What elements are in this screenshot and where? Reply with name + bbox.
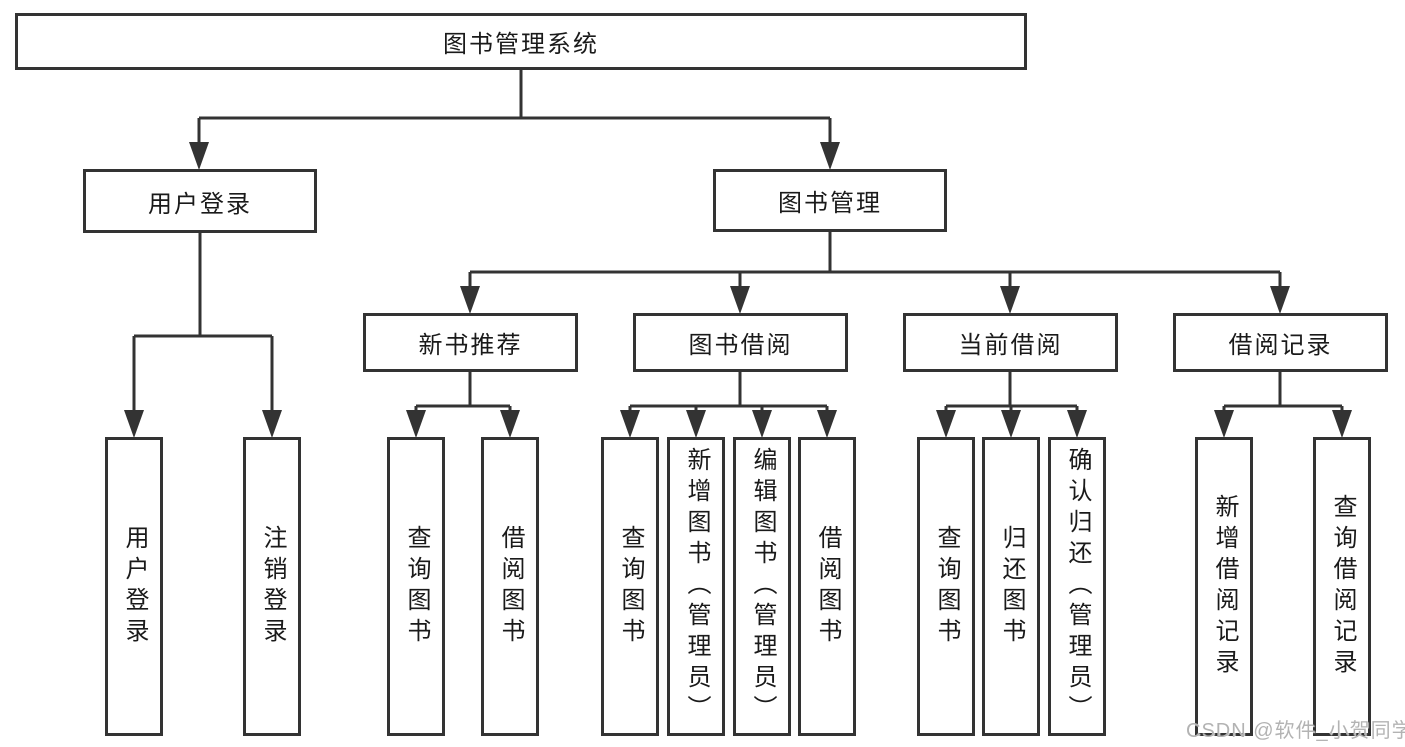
arrowhead <box>1000 286 1020 314</box>
leaf-query-book-rec: 查询图书 <box>387 437 445 736</box>
node-user-login: 用户登录 <box>83 169 317 233</box>
leaf-confirm-return: 确认归还（管理员） <box>1048 437 1106 736</box>
node-label: 编辑图书（管理员） <box>749 447 776 726</box>
node-label: 借阅记录 <box>1228 332 1333 359</box>
node-label: 查询图书 <box>617 524 644 649</box>
arrowhead <box>1214 410 1234 438</box>
leaf-user-login: 用户登录 <box>105 437 163 736</box>
leaf-borrow-book-rec: 借阅图书 <box>481 437 539 736</box>
node-label: 当前借阅 <box>958 332 1063 359</box>
connector-root-to-level1 <box>197 68 832 146</box>
node-label: 查询图书 <box>933 524 960 649</box>
leaf-borrow-book-borrow: 借阅图书 <box>798 437 856 736</box>
node-label: 图书借阅 <box>688 332 793 359</box>
arrowhead <box>124 410 144 438</box>
node-label: 新增图书（管理员） <box>683 447 710 726</box>
node-label: 用户登录 <box>121 524 148 649</box>
node-label: 借阅图书 <box>497 524 524 649</box>
node-label: 新书推荐 <box>418 332 523 359</box>
leaf-add-record: 新增借阅记录 <box>1195 437 1253 736</box>
csdn-watermark: CSDN @软件_小贺同学 <box>1186 720 1405 742</box>
node-book-borrow: 图书借阅 <box>633 313 848 372</box>
connector-borrow-record-to-leaves <box>1222 369 1344 414</box>
node-borrow-record: 借阅记录 <box>1173 313 1388 372</box>
arrowhead <box>686 410 706 438</box>
leaf-return-book: 归还图书 <box>982 437 1040 736</box>
connector-user-login-to-leaves <box>132 230 274 414</box>
arrowhead <box>189 142 209 170</box>
node-label: 查询图书 <box>403 524 430 649</box>
leaf-query-record: 查询借阅记录 <box>1313 437 1371 736</box>
leaf-add-book: 新增图书（管理员） <box>667 437 725 736</box>
arrowhead <box>936 410 956 438</box>
arrowhead <box>817 410 837 438</box>
arrowhead <box>820 142 840 170</box>
arrowhead <box>1270 286 1290 314</box>
arrowhead <box>620 410 640 438</box>
arrowhead <box>262 410 282 438</box>
arrowhead <box>1332 410 1352 438</box>
arrowheads <box>124 142 1352 438</box>
node-label: 注销登录 <box>259 524 286 649</box>
node-label: 确认归还（管理员） <box>1064 447 1091 726</box>
arrowhead <box>1001 410 1021 438</box>
arrowhead <box>752 410 772 438</box>
node-label: 归还图书 <box>998 524 1025 649</box>
arrowhead <box>1067 410 1087 438</box>
arrowhead <box>730 286 750 314</box>
arrowhead <box>460 286 480 314</box>
leaf-query-book-borrow: 查询图书 <box>601 437 659 736</box>
node-book-mgmt: 图书管理 <box>713 169 947 232</box>
leaf-query-book-current: 查询图书 <box>917 437 975 736</box>
leaf-edit-book: 编辑图书（管理员） <box>733 437 791 736</box>
node-current-borrow: 当前借阅 <box>903 313 1118 372</box>
node-label: 新增借阅记录 <box>1211 493 1238 680</box>
node-new-book-rec: 新书推荐 <box>363 313 578 372</box>
connector-current-borrow-to-leaves <box>944 369 1079 414</box>
node-label: 图书管理 <box>778 190 882 217</box>
node-label: 用户登录 <box>148 190 252 218</box>
arrowhead <box>500 410 520 438</box>
connector-book-borrow-to-leaves <box>628 369 829 414</box>
connector-new-book-rec-to-leaves <box>414 369 512 414</box>
connector-book-mgmt-to-level2 <box>468 229 1282 290</box>
node-label: 图书管理系统 <box>443 31 599 58</box>
node-label: 借阅图书 <box>814 524 841 649</box>
node-root: 图书管理系统 <box>15 13 1027 70</box>
arrowhead <box>406 410 426 438</box>
leaf-logout: 注销登录 <box>243 437 301 736</box>
node-label: 查询借阅记录 <box>1329 493 1356 680</box>
